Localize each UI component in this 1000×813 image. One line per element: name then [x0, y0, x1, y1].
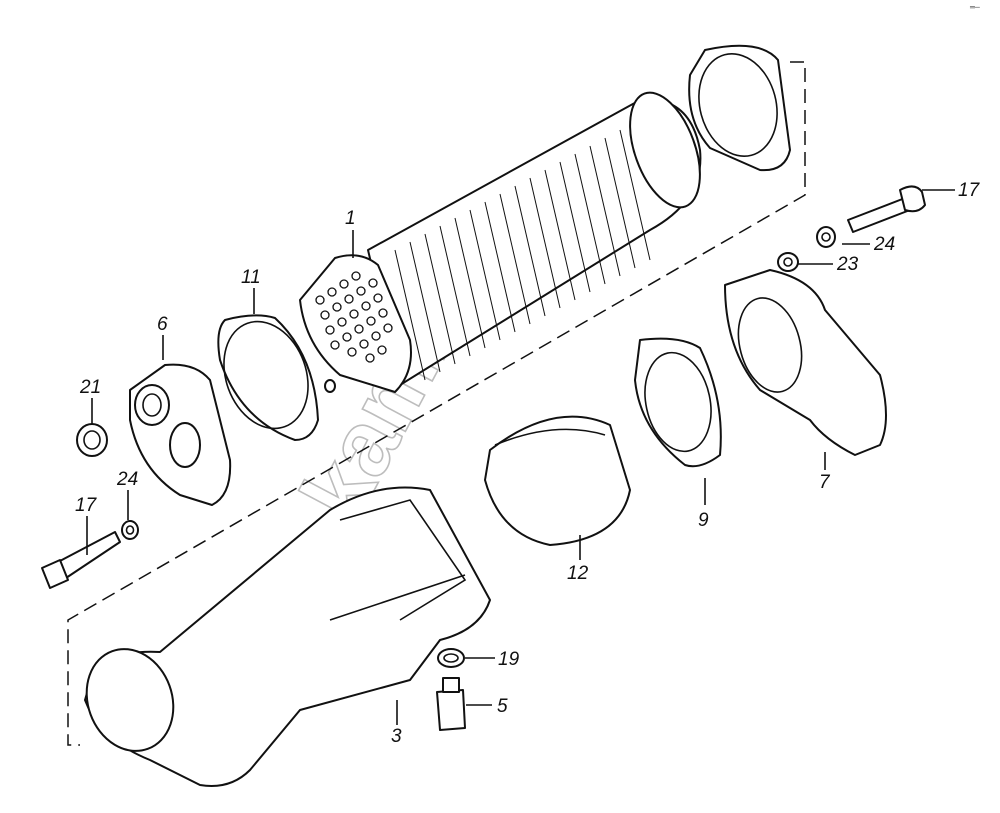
callout-11: 11: [241, 267, 261, 288]
gasket-9: [634, 337, 722, 468]
end-cover-7: [724, 269, 887, 456]
callout-23: 23: [836, 254, 859, 275]
seal-ring-19: [437, 648, 465, 668]
callout-12: 12: [567, 563, 589, 584]
callout-1: 1: [345, 208, 356, 229]
callout-17-right: 17: [958, 180, 981, 201]
callout-19: 19: [498, 649, 520, 670]
bolt-17-left: [41, 531, 121, 589]
callout-labels: 1 11 6 21 24 17 17 24 23 7 9 12 19 5 3: [75, 180, 981, 747]
callout-6: 6: [157, 314, 168, 335]
bolt-17-right: [847, 185, 926, 233]
callout-24-left: 24: [116, 469, 138, 490]
sleeve-12: [484, 415, 631, 546]
gasket-11: [217, 314, 319, 441]
callout-3: 3: [391, 726, 402, 747]
callout-21: 21: [79, 377, 101, 398]
cooler-core: [299, 91, 702, 393]
gasket-top: [688, 44, 791, 172]
callout-9: 9: [698, 510, 709, 531]
plug-21: [76, 423, 108, 457]
fitting-5: [436, 677, 466, 731]
callout-17-left: 17: [75, 495, 98, 516]
assembly-axis-lines: [67, 61, 806, 746]
housing-3: [84, 486, 491, 787]
cover-6: [129, 363, 232, 506]
leader-lines: [86, 189, 955, 725]
callout-7: 7: [819, 472, 831, 493]
washer-24-right: [816, 226, 836, 248]
callout-5: 5: [497, 696, 508, 717]
callout-24-right: 24: [873, 234, 895, 255]
washer-24-left: [121, 520, 139, 540]
washer-23: [777, 252, 799, 272]
corner-mark: ═─: [969, 3, 980, 12]
